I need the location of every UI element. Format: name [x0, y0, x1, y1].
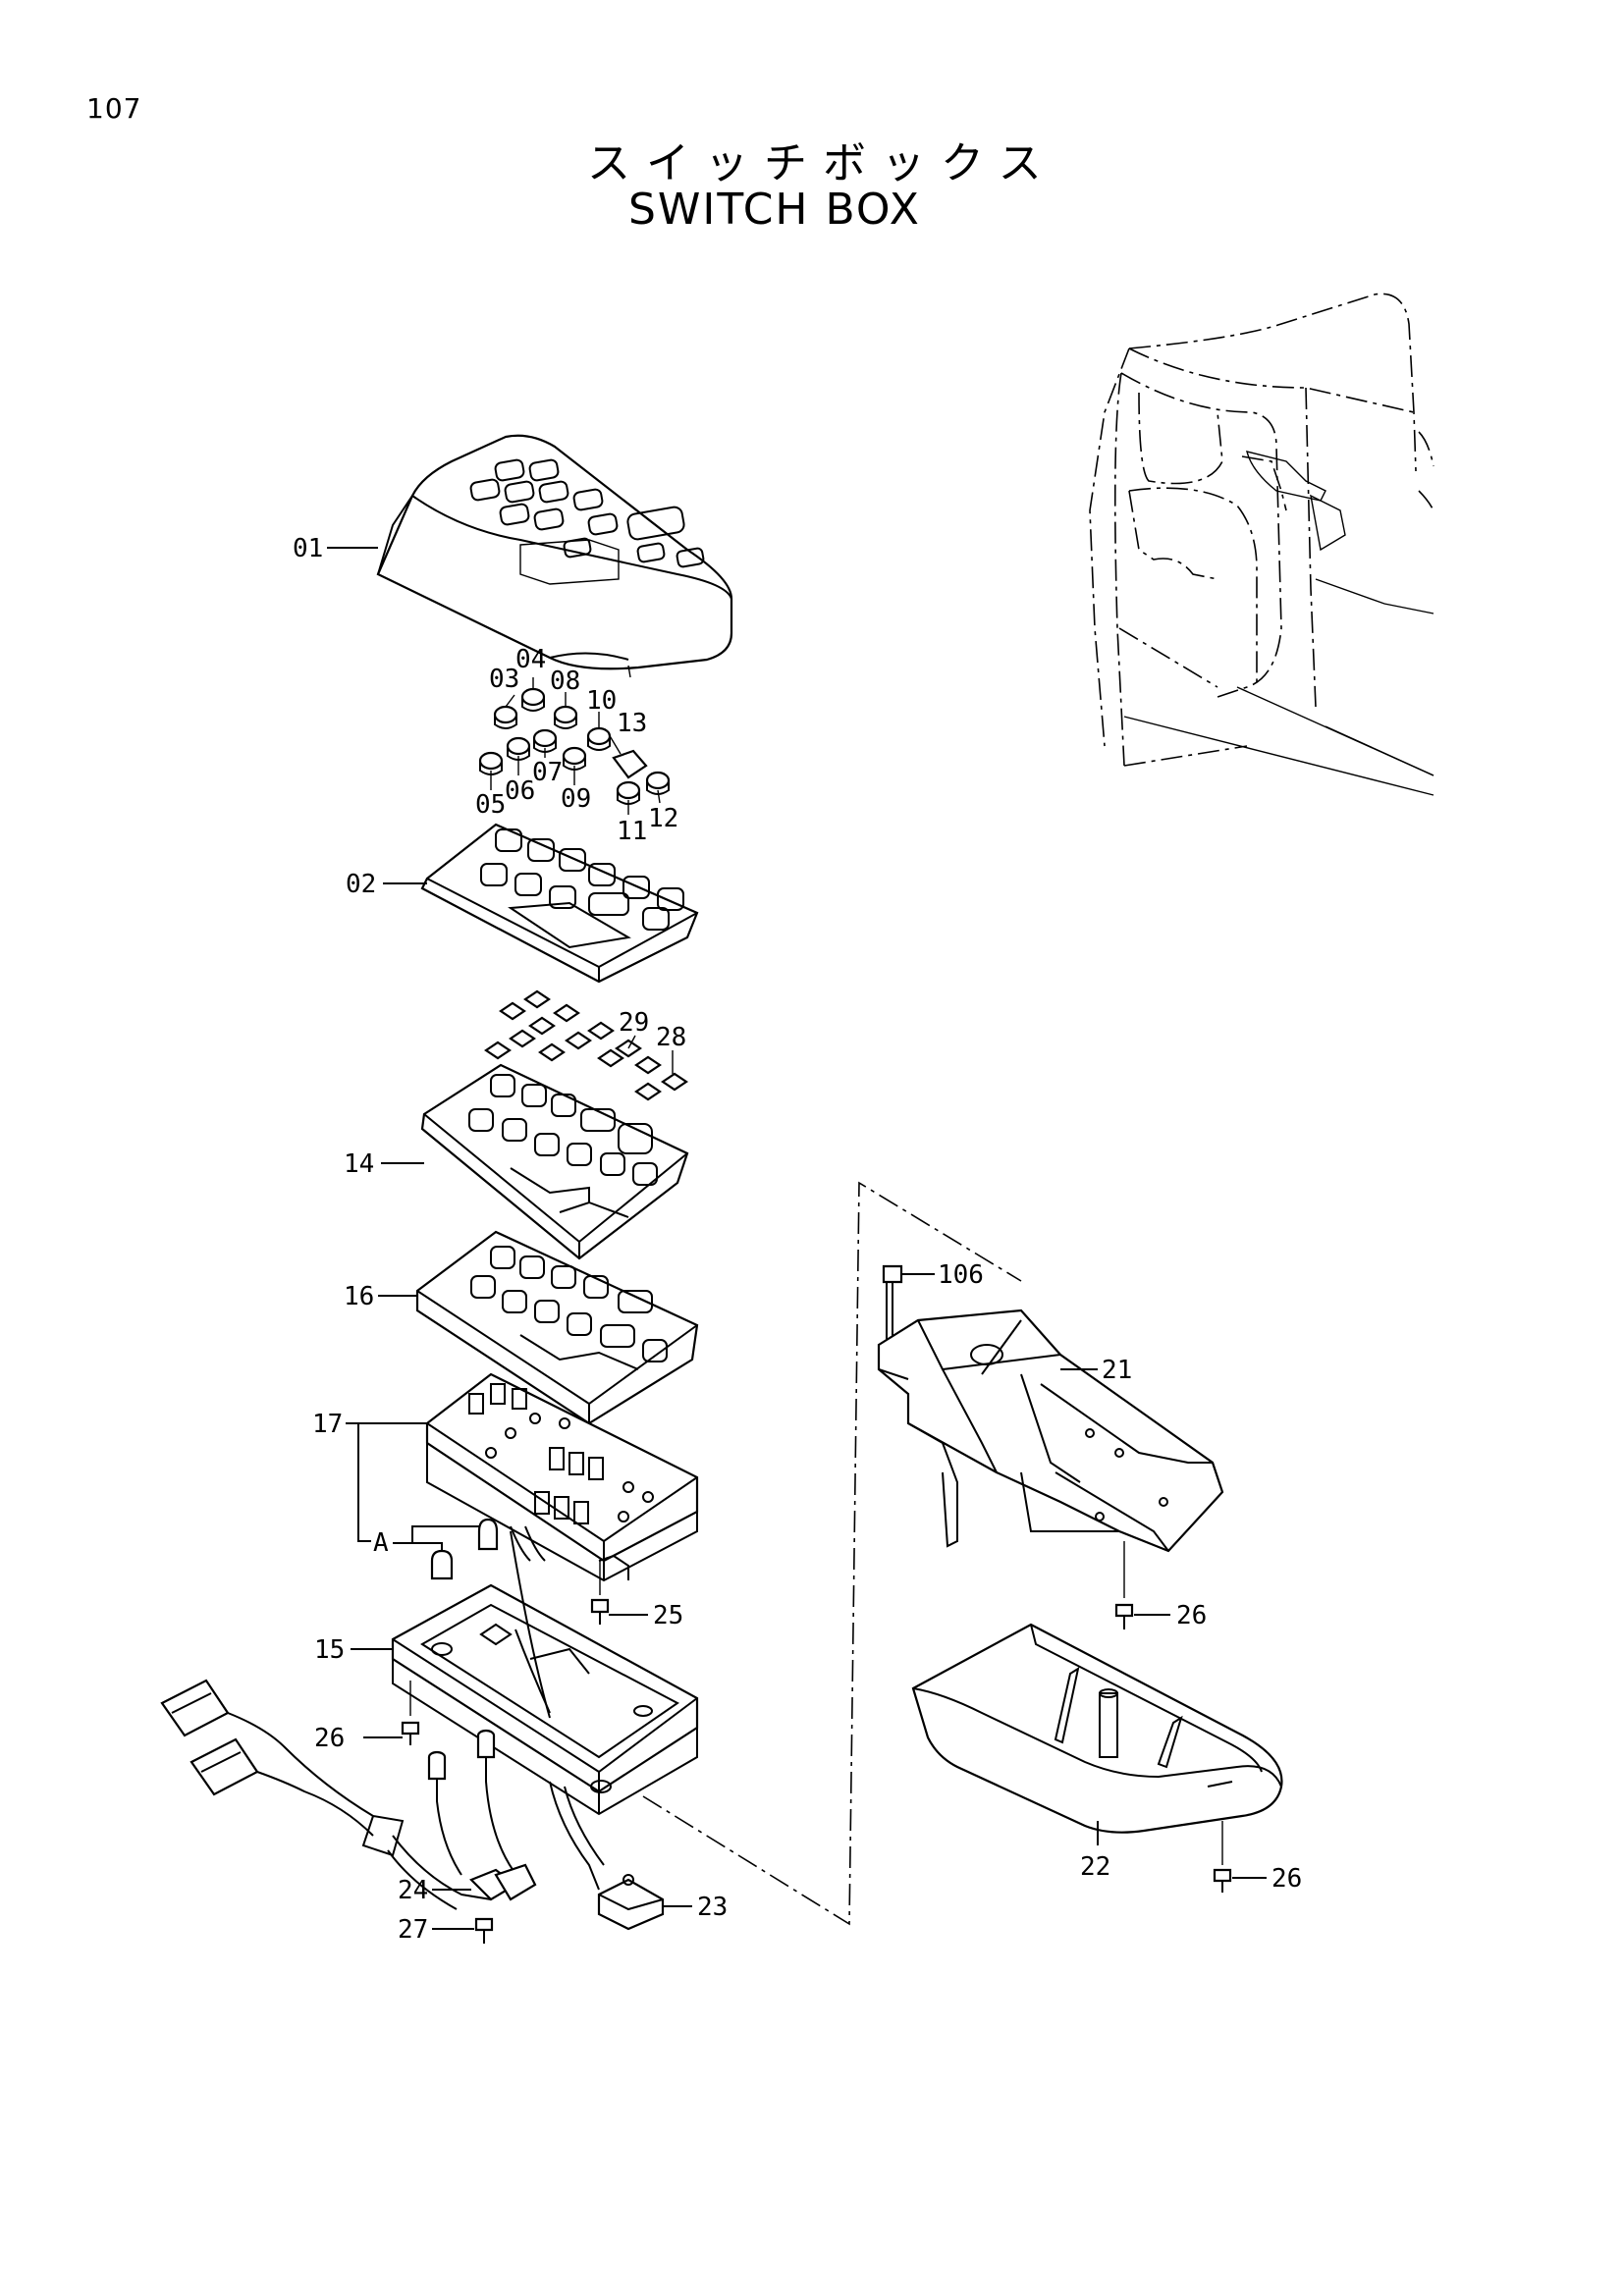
- screw-26-left: [401, 1681, 420, 1745]
- callout-24: 24: [398, 1876, 428, 1905]
- callout-22: 22: [1080, 1852, 1110, 1882]
- cap-04: [520, 687, 546, 712]
- callout-12: 12: [648, 804, 678, 833]
- callout-04: 04: [515, 645, 546, 674]
- callout-A: A: [373, 1528, 389, 1558]
- callout-26-bottom: 26: [1271, 1864, 1302, 1894]
- title-english: SWITCH BOX: [628, 185, 921, 235]
- wire-harness: [160, 1679, 605, 1910]
- cap-10: [586, 726, 612, 751]
- cap-08: [553, 705, 578, 729]
- callout-11: 11: [617, 817, 647, 846]
- part-23-grommet: [597, 1874, 665, 1931]
- callout-05: 05: [475, 790, 506, 820]
- part-02-pad: [420, 823, 699, 984]
- callout-08: 08: [550, 667, 580, 696]
- part-17-board: [425, 1372, 699, 1582]
- callout-14: 14: [344, 1149, 374, 1179]
- cap-06: [506, 736, 531, 761]
- part-22-cover: [911, 1623, 1283, 1834]
- leader-03: [505, 694, 515, 708]
- callout-15: 15: [314, 1635, 345, 1665]
- part-21-bracket: [877, 1308, 1224, 1553]
- part-15-box: [391, 1530, 699, 1816]
- callout-07: 07: [532, 758, 563, 787]
- bracket-17-A: [357, 1423, 371, 1542]
- callout-10: 10: [586, 686, 617, 716]
- callout-03: 03: [489, 665, 519, 694]
- callout-21: 21: [1102, 1356, 1132, 1385]
- screw-26-bottom: [1213, 1821, 1232, 1893]
- callout-29: 29: [619, 1008, 649, 1038]
- screw-27: [474, 1917, 494, 1944]
- bulbs-A: [430, 1518, 499, 1580]
- callout-28: 28: [656, 1023, 686, 1052]
- part-01-cover: [376, 434, 733, 678]
- callout-09: 09: [561, 784, 591, 814]
- leader-13: [608, 733, 622, 755]
- cap-13: [612, 749, 648, 779]
- cap-03: [493, 705, 518, 729]
- callout-25: 25: [653, 1601, 683, 1630]
- callout-27: 27: [398, 1915, 428, 1945]
- cab-outline: [1089, 293, 1434, 796]
- bolt-106: [882, 1264, 903, 1340]
- leader-29: [627, 1035, 636, 1049]
- callout-16: 16: [344, 1282, 374, 1311]
- page-number: 107: [86, 92, 142, 125]
- screw-25: [590, 1561, 610, 1625]
- callout-01: 01: [293, 534, 323, 563]
- part-14-plate: [420, 1063, 689, 1260]
- callout-26-mid: 26: [1176, 1601, 1207, 1630]
- callout-13: 13: [617, 709, 647, 738]
- callout-02: 02: [346, 870, 376, 899]
- callout-06: 06: [505, 776, 535, 806]
- leader-A: [393, 1525, 481, 1544]
- callout-26-left: 26: [314, 1724, 345, 1753]
- screw-26-mid: [1114, 1541, 1134, 1629]
- callout-23: 23: [697, 1893, 728, 1922]
- title-japanese: スイッチボックス: [587, 138, 1057, 188]
- assembly-reference-line: [642, 1181, 1022, 1926]
- part-16-plate: [415, 1230, 699, 1425]
- cap-05: [478, 751, 504, 775]
- parts-28-29-blocks: [484, 989, 688, 1101]
- callout-17: 17: [312, 1410, 343, 1439]
- callout-106: 106: [938, 1260, 984, 1290]
- leader-12: [657, 789, 661, 804]
